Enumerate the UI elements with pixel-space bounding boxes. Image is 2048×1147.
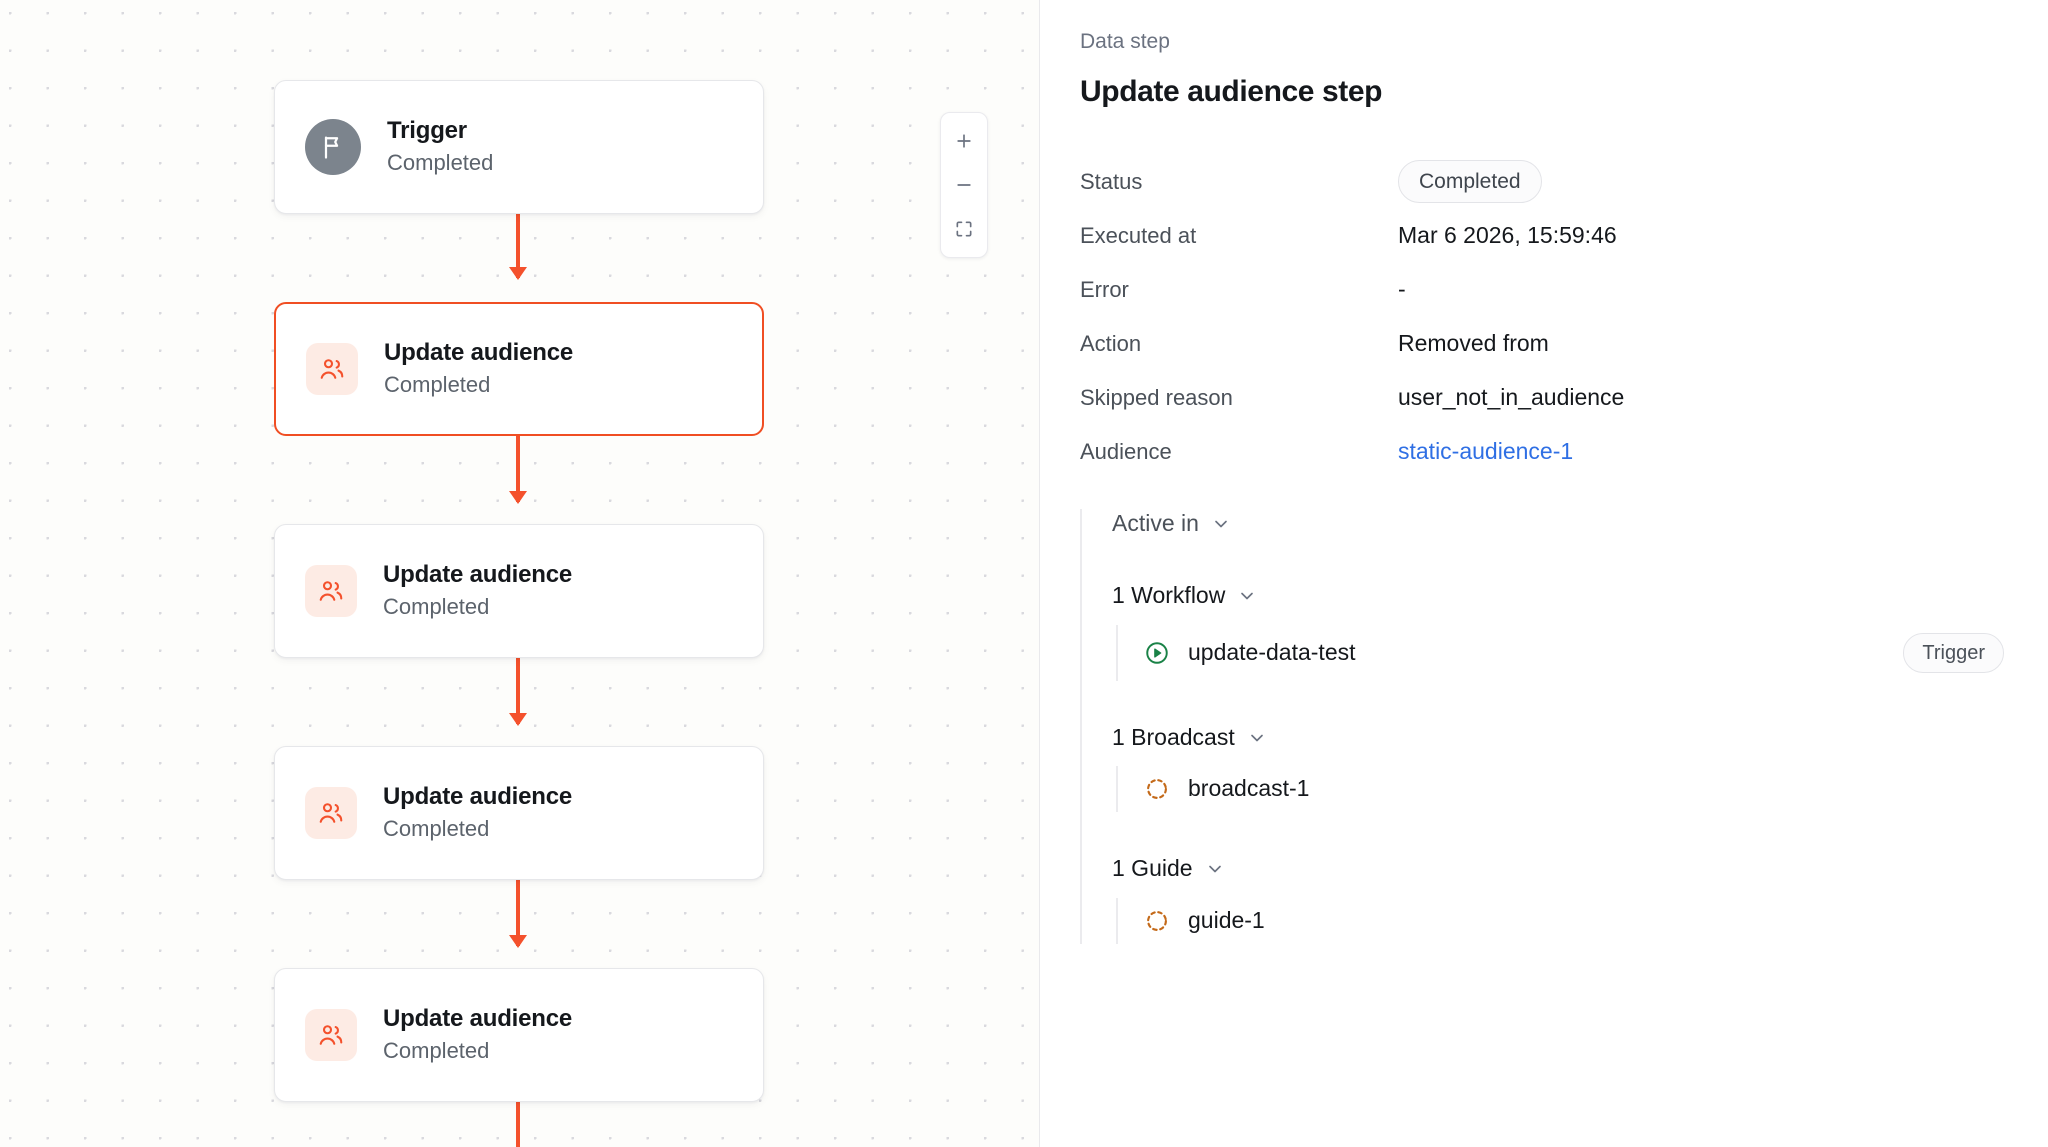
- audience-icon: [305, 565, 357, 617]
- property-value: Removed from: [1398, 329, 1549, 356]
- property-label: Error: [1080, 276, 1129, 302]
- connector-3: [516, 646, 520, 724]
- node-title: Update audience: [383, 1005, 573, 1033]
- node-text: Update audience Completed: [383, 1005, 572, 1064]
- connector-4: [516, 868, 520, 946]
- group-items: broadcast-1: [1116, 766, 2004, 813]
- property-value: -: [1398, 275, 1406, 302]
- node-status: Completed: [383, 594, 490, 620]
- property-row-audience: Audience static-audience-1: [1080, 425, 2004, 479]
- property-label: Audience: [1080, 438, 1172, 464]
- property-value: Mar 6 2026, 15:59:46: [1398, 221, 1617, 248]
- active-in-section: Active in 1 Workflow: [1080, 508, 2004, 945]
- active-in-group-guide: 1 Guide guide-1: [1112, 854, 2004, 945]
- node-text: Update audience Completed: [384, 339, 573, 398]
- workflow-node-trigger[interactable]: Trigger Completed: [274, 80, 764, 214]
- step-details-panel: Data step Update audience step Status Co…: [1040, 0, 2048, 1147]
- canvas-zoom-controls: [940, 112, 988, 258]
- connector-1: [516, 200, 520, 278]
- panel-eyebrow: Data step: [1080, 30, 1170, 53]
- chevron-down-icon: [1205, 859, 1225, 879]
- group-label: 1 Workflow: [1112, 581, 1226, 608]
- group-items: update-data-test Trigger: [1116, 624, 2004, 681]
- chevron-down-icon: [1247, 728, 1267, 748]
- node-text: Trigger Completed: [387, 117, 493, 176]
- property-row-skipped-reason: Skipped reason user_not_in_audience: [1080, 371, 2004, 425]
- list-item-badge: Trigger: [1903, 632, 2004, 673]
- node-status: Completed: [383, 1038, 490, 1064]
- property-row-action: Action Removed from: [1080, 317, 2004, 371]
- node-title: Update audience: [384, 339, 574, 367]
- list-item[interactable]: guide-1: [1144, 906, 2004, 936]
- node-title: Update audience: [383, 561, 573, 589]
- workflow-node-update-audience-1[interactable]: Update audience Completed: [274, 302, 764, 436]
- list-item[interactable]: broadcast-1: [1144, 774, 2004, 804]
- audience-icon: [306, 343, 358, 395]
- list-item-label: update-data-test: [1188, 638, 1356, 665]
- dashed-circle-icon: [1144, 908, 1170, 934]
- node-status: Completed: [383, 816, 490, 842]
- node-text: Update audience Completed: [383, 783, 572, 842]
- fit-to-screen-button[interactable]: [940, 207, 988, 251]
- zoom-in-button[interactable]: [940, 119, 988, 163]
- property-label: Skipped reason: [1080, 384, 1233, 410]
- chevron-down-icon: [1237, 586, 1257, 606]
- active-in-toggle[interactable]: Active in: [1112, 509, 2004, 539]
- property-label: Status: [1080, 168, 1143, 194]
- connector-5: [516, 1090, 520, 1147]
- group-items: guide-1: [1116, 898, 2004, 945]
- list-item-label: guide-1: [1188, 907, 1265, 934]
- active-in-group-broadcast: 1 Broadcast broadcast-1: [1112, 723, 2004, 813]
- node-text: Update audience Completed: [383, 561, 572, 620]
- page-title: Update audience step: [1080, 75, 1383, 109]
- property-value: user_not_in_audience: [1398, 383, 1625, 410]
- group-toggle-workflow[interactable]: 1 Workflow: [1112, 581, 2004, 611]
- active-in-label: Active in: [1112, 509, 1199, 536]
- workflow-node-update-audience-2[interactable]: Update audience Completed: [274, 524, 764, 658]
- group-toggle-broadcast[interactable]: 1 Broadcast: [1112, 723, 2004, 753]
- dashed-circle-icon: [1144, 776, 1170, 802]
- audience-icon: [305, 1009, 357, 1061]
- workflow-node-update-audience-3[interactable]: Update audience Completed: [274, 746, 764, 880]
- group-toggle-guide[interactable]: 1 Guide: [1112, 854, 2004, 884]
- node-title: Trigger: [387, 117, 467, 145]
- list-item-label: broadcast-1: [1188, 775, 1310, 802]
- list-item[interactable]: update-data-test Trigger: [1144, 632, 2004, 673]
- chevron-down-icon: [1211, 514, 1231, 534]
- property-label: Action: [1080, 330, 1142, 356]
- workflow-node-update-audience-4[interactable]: Update audience Completed: [274, 968, 764, 1102]
- property-row-error: Error -: [1080, 263, 2004, 317]
- node-status: Completed: [384, 372, 491, 398]
- zoom-out-button[interactable]: [940, 163, 988, 207]
- audience-link[interactable]: static-audience-1: [1398, 437, 1574, 464]
- node-status: Completed: [387, 150, 494, 176]
- flag-icon: [305, 119, 361, 175]
- workflow-canvas[interactable]: Trigger Completed Update audience Comple…: [0, 0, 1040, 1147]
- group-label: 1 Guide: [1112, 855, 1193, 882]
- property-row-executed-at: Executed at Mar 6 2026, 15:59:46: [1080, 209, 2004, 263]
- audience-icon: [305, 787, 357, 839]
- group-label: 1 Broadcast: [1112, 723, 1235, 750]
- status-badge: Completed: [1398, 160, 1542, 204]
- property-row-status: Status Completed: [1080, 155, 2004, 209]
- active-in-group-workflow: 1 Workflow update-data-test: [1112, 581, 2004, 681]
- step-properties: Status Completed Executed at Mar 6 2026,…: [1080, 155, 2004, 479]
- play-circle-icon: [1144, 640, 1170, 666]
- connector-2: [516, 424, 520, 502]
- property-label: Executed at: [1080, 222, 1197, 248]
- node-title: Update audience: [383, 783, 573, 811]
